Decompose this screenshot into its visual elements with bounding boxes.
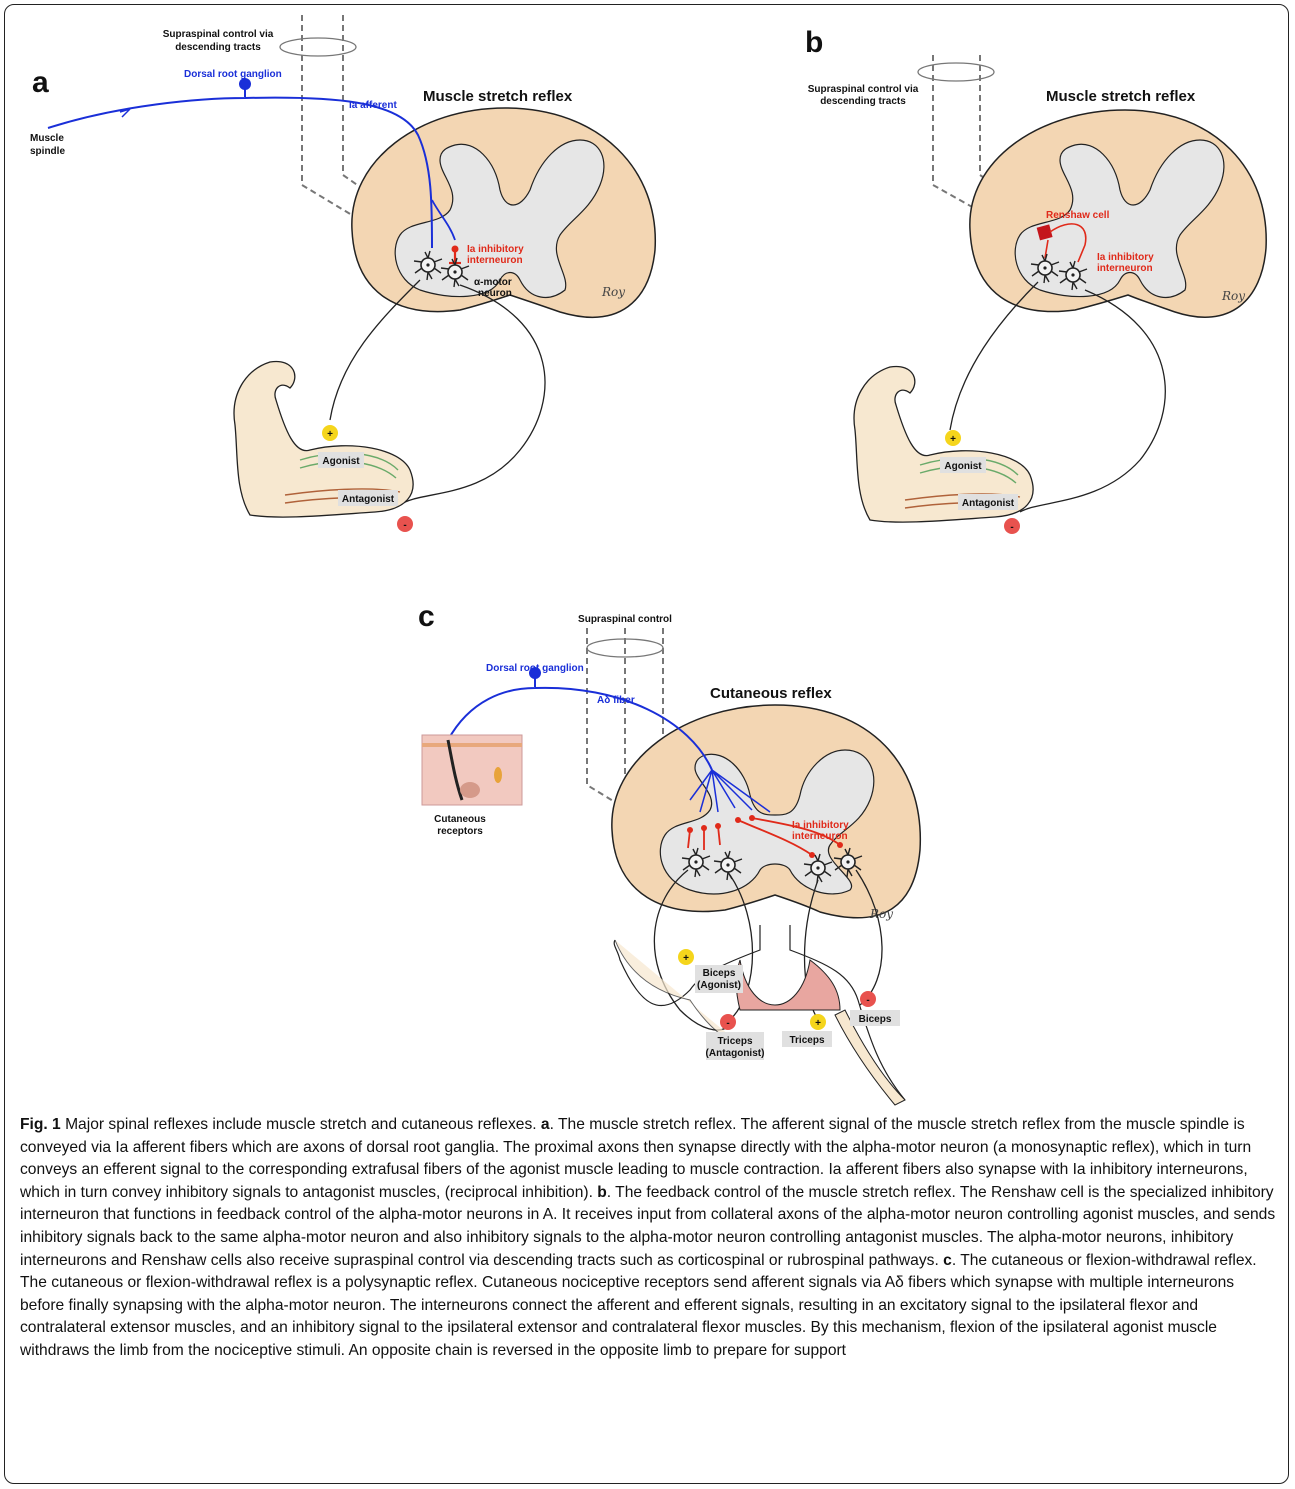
panel-a-tract-ring xyxy=(280,38,356,56)
svg-text:-: - xyxy=(866,995,869,1006)
panel-a-inhib-label-1: Ia inhibitory xyxy=(467,244,524,255)
panel-a-antagonist-label: Antagonist xyxy=(342,494,395,505)
figure-caption: Fig. 1 Major spinal reflexes include mus… xyxy=(20,1114,1278,1363)
panel-b-agonist-label: Agonist xyxy=(944,461,982,472)
caption-fig-label: Fig. 1 xyxy=(20,1116,61,1133)
panel-c-triceps-label: Triceps xyxy=(789,1035,824,1046)
panel-a-supraspinal-label-1: Supraspinal control via xyxy=(163,29,274,40)
panel-c-receptor-label-1: Cutaneous xyxy=(434,814,486,825)
svg-text:-: - xyxy=(403,520,406,531)
panel-c-biceps-agonist-label-1: Biceps xyxy=(703,968,736,979)
panel-c-biceps-label: Biceps xyxy=(859,1014,892,1025)
panel-a-muscle-label-2: spindle xyxy=(30,146,65,157)
panel-c: c Cutaneous reflex Supraspinal control D… xyxy=(418,600,920,1105)
svg-text:+: + xyxy=(683,953,689,964)
panel-c-letter: c xyxy=(418,600,435,633)
panel-a-agonist-label: Agonist xyxy=(322,456,360,467)
caption-a-letter: a xyxy=(541,1116,550,1133)
panel-c-signature: Roy xyxy=(869,907,893,921)
panel-b-renshaw-label: Renshaw cell xyxy=(1046,210,1110,221)
panel-b-antagonist-label: Antagonist xyxy=(962,498,1015,509)
panel-a-letter: a xyxy=(32,66,49,99)
panel-c-fiber-label: Aδ fiber xyxy=(597,695,635,706)
panel-c-biceps-agonist-label-2: (Agonist) xyxy=(697,980,741,991)
caption-b-letter: b xyxy=(597,1184,607,1201)
caption-intro: Major spinal reflexes include muscle str… xyxy=(61,1116,541,1133)
panel-a: a Muscle stretch reflex Supraspinal cont… xyxy=(30,15,655,532)
panel-c-triceps-antagonist-label-1: Triceps xyxy=(717,1036,752,1047)
panel-c-spinal-cord xyxy=(612,705,920,918)
svg-text:+: + xyxy=(327,429,333,440)
figure-diagram: a Muscle stretch reflex Supraspinal cont… xyxy=(0,0,1295,1110)
panel-c-inhib-label-2: interneuron xyxy=(792,831,848,842)
panel-b-signature: Roy xyxy=(1221,289,1245,303)
panel-a-motor-label-1: α-motor xyxy=(474,277,512,288)
panel-a-supraspinal-label-2: descending tracts xyxy=(175,42,261,53)
panel-a-motor-label-2: neuron xyxy=(478,288,512,299)
panel-a-drg-label: Dorsal root ganglion xyxy=(184,69,282,80)
panel-a-efferent-antagonist xyxy=(400,285,545,505)
svg-text:+: + xyxy=(815,1018,821,1029)
panel-c-supraspinal-label: Supraspinal control xyxy=(578,614,672,625)
panel-b-supraspinal-label-1: Supraspinal control via xyxy=(808,84,919,95)
panel-c-title: Cutaneous reflex xyxy=(710,685,832,702)
panel-a-title: Muscle stretch reflex xyxy=(423,88,573,105)
caption-c-letter: c xyxy=(943,1252,952,1269)
panel-b-title: Muscle stretch reflex xyxy=(1046,88,1196,105)
panel-b: b Muscle stretch reflex Supraspinal cont… xyxy=(805,26,1266,534)
panel-c-receptor-label-2: receptors xyxy=(437,826,483,837)
panel-c-drg-label: Dorsal root ganglion xyxy=(486,663,584,674)
panel-c-triceps-antagonist-label-2: (Antagonist) xyxy=(706,1048,765,1059)
svg-text:-: - xyxy=(726,1018,729,1029)
panel-b-inhib-label-2: interneuron xyxy=(1097,263,1153,274)
panel-c-inhib-label-1: Ia inhibitory xyxy=(792,820,849,831)
panel-b-supraspinal-label-2: descending tracts xyxy=(820,96,906,107)
panel-a-muscle-label-1: Muscle xyxy=(30,133,64,144)
panel-a-ia-label: Ia afferent xyxy=(349,100,397,111)
svg-text:+: + xyxy=(950,434,956,445)
svg-text:-: - xyxy=(1010,522,1013,533)
panel-a-inhib-label-2: interneuron xyxy=(467,255,523,266)
panel-a-signature: Roy xyxy=(601,285,625,299)
panel-b-letter: b xyxy=(805,26,823,59)
panel-b-inhib-label-1: Ia inhibitory xyxy=(1097,252,1154,263)
